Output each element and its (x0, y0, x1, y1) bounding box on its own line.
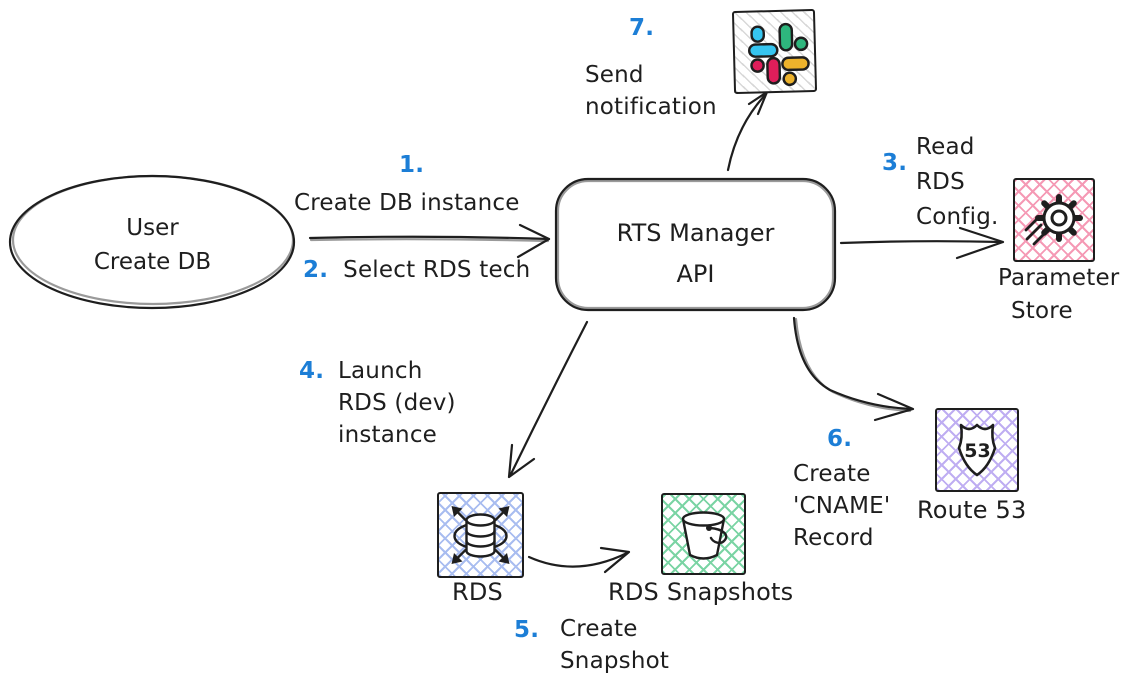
step-4-number: 4. (299, 358, 325, 384)
rds-database-icon (451, 506, 510, 564)
slack-icon (731, 8, 818, 95)
parameter-store-label: Parameter Store (998, 265, 1120, 324)
rds-snapshots-label: RDS Snapshots (608, 578, 794, 606)
step-1-number: 1. (399, 152, 425, 178)
step-2-label: 2.Select RDS tech (303, 257, 531, 283)
api-node-label: RTS Manager API (616, 219, 775, 288)
rds-snapshots-icon (661, 493, 746, 575)
bucket-icon (681, 511, 728, 560)
step-5-number: 5. (514, 617, 540, 643)
gear-icon (1024, 194, 1083, 246)
step-4-label: Launch RDS (dev) instance (338, 358, 456, 448)
step-2-number: 2. (303, 257, 329, 283)
step-3-number: 3. (882, 150, 908, 176)
step-3-label: Read RDS Config. (916, 134, 999, 230)
rds-icon (437, 492, 524, 578)
step-1-label: Create DB instance (294, 190, 520, 216)
arrow-user-to-api (308, 223, 551, 259)
step-7-label: Send notification (585, 62, 717, 120)
arrow-api-to-slack (726, 90, 769, 172)
rds-label: RDS (452, 578, 503, 606)
arrow-api-to-rds (507, 320, 589, 479)
route-53-icon: 53 (935, 408, 1019, 492)
route-53-shield-icon: 53 (957, 423, 997, 477)
step-6-label: Create 'CNAME' Record (793, 461, 891, 551)
step-6-number: 6. (827, 426, 853, 452)
route-53-label: Route 53 (917, 496, 1027, 524)
parameter-store-icon (1013, 178, 1095, 262)
arrow-rds-to-snapshots (527, 546, 631, 574)
slack-logo-glyph (747, 22, 810, 86)
route-53-shield-number: 53 (964, 440, 990, 462)
step-7-number: 7. (629, 15, 655, 41)
user-node-label: User Create DB (93, 215, 212, 275)
step-5-label: Create Snapshot (560, 616, 670, 674)
arrow-api-to-route53 (792, 316, 915, 422)
